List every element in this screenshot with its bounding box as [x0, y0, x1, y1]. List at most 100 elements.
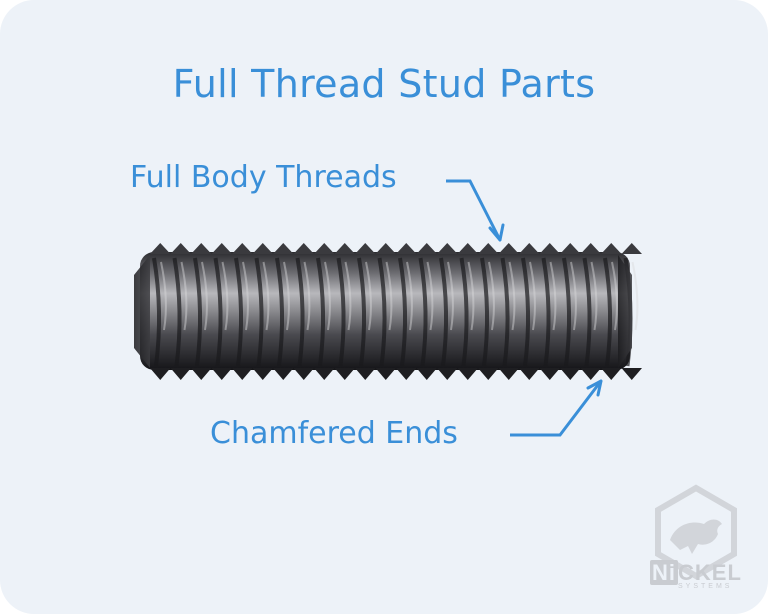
- thread-highlight: [303, 261, 311, 331]
- thread-highlight: [385, 261, 393, 331]
- thread-crest: [232, 243, 253, 254]
- thread-highlight: [201, 261, 208, 331]
- thread-crest: [314, 243, 335, 254]
- thread-groove: [295, 257, 305, 367]
- thread-crest: [416, 243, 437, 254]
- thread-crest: [232, 368, 253, 380]
- thread-highlight: [447, 261, 454, 331]
- logo-wordmark-rest: CKEL: [678, 560, 742, 585]
- thread-highlight: [180, 261, 188, 331]
- thread-crest: [437, 243, 458, 254]
- thread-groove: [152, 257, 162, 367]
- thread-crest: [539, 243, 560, 254]
- thread-crest: [150, 368, 171, 380]
- thread-crest: [355, 368, 376, 380]
- thread-crest: [355, 243, 376, 254]
- thread-groove: [193, 257, 203, 367]
- thread-crest: [375, 368, 396, 380]
- thread-crest: [580, 243, 601, 254]
- bull-icon: [670, 519, 722, 554]
- thread-crest: [539, 368, 560, 380]
- thread-groove: [234, 257, 244, 367]
- thread-crest: [170, 368, 191, 380]
- thread-crest: [334, 368, 355, 380]
- thread-groove: [439, 257, 449, 367]
- thread-crest: [580, 368, 601, 380]
- thread-crest: [273, 243, 294, 254]
- thread-groove: [418, 257, 428, 367]
- thread-crest: [211, 243, 232, 254]
- thread-groove: [521, 257, 531, 367]
- ends-callout-arrow: [510, 380, 603, 437]
- thread-crest: [416, 368, 437, 380]
- thread-crest: [252, 243, 273, 254]
- thread-groove: [480, 257, 490, 367]
- thread-groove: [582, 257, 592, 367]
- nickel-systems-logo-icon: [655, 484, 737, 580]
- thread-groove: [357, 257, 367, 367]
- thread-crest: [211, 368, 232, 380]
- thread-highlight: [467, 261, 475, 331]
- thread-crest: [314, 368, 335, 380]
- thread-crest: [396, 368, 417, 380]
- thread-groove: [541, 257, 551, 367]
- thread-groove: [275, 257, 285, 367]
- thread-highlight: [529, 261, 536, 331]
- thread-highlight: [365, 261, 372, 331]
- thread-groove: [213, 257, 223, 367]
- thread-highlight: [283, 261, 290, 331]
- thread-crest: [601, 243, 622, 254]
- thread-crest: [150, 243, 171, 254]
- thread-highlight: [549, 261, 557, 331]
- thread-crest: [621, 243, 642, 254]
- thread-highlight: [160, 261, 167, 331]
- thread-highlight: [221, 261, 229, 331]
- thread-highlight: [508, 261, 516, 331]
- thread-groove: [377, 257, 387, 367]
- thread-crest: [191, 243, 212, 254]
- thread-crest: [334, 243, 355, 254]
- thread-highlight: [570, 261, 577, 331]
- thread-crest: [601, 368, 622, 380]
- thread-highlight: [488, 261, 495, 331]
- thread-groove: [172, 257, 182, 367]
- diagram-title: Full Thread Stud Parts: [172, 62, 596, 106]
- thread-crest: [457, 368, 478, 380]
- chamfer-right: [618, 255, 632, 368]
- thread-groove: [316, 257, 326, 367]
- thread-crest: [478, 368, 499, 380]
- thread-groove: [398, 257, 408, 367]
- thread-highlight: [590, 261, 598, 331]
- thread-crest: [498, 243, 519, 254]
- thread-highlight: [426, 261, 434, 331]
- thread-crest: [519, 243, 540, 254]
- thread-crest: [478, 243, 499, 254]
- thread-crest: [293, 243, 314, 254]
- thread-crest: [293, 368, 314, 380]
- thread-groove: [500, 257, 510, 367]
- thread-crests-top: [150, 243, 642, 254]
- thread-groove: [562, 257, 572, 367]
- thread-crest: [519, 368, 540, 380]
- thread-crest: [560, 243, 581, 254]
- chamfered-ends-label: Chamfered Ends: [210, 416, 458, 451]
- thread-highlight: [262, 261, 270, 331]
- logo-wordmark: NiCKEL: [650, 560, 742, 586]
- ends-arrowhead: [586, 379, 603, 397]
- thread-grooves: [152, 257, 639, 367]
- logo-wordmark-prefix: Ni: [650, 560, 678, 585]
- stud-body: [134, 243, 642, 380]
- thread-crest: [170, 243, 191, 254]
- thread-crest: [560, 368, 581, 380]
- thread-groove: [459, 257, 469, 367]
- thread-crest: [375, 243, 396, 254]
- logo-subtitle: SYSTEMS: [678, 583, 733, 590]
- thread-highlight: [324, 261, 331, 331]
- thread-groove: [336, 257, 346, 367]
- thread-highlight: [611, 261, 618, 331]
- chamfer-left: [134, 255, 150, 368]
- thread-highlight: [406, 261, 413, 331]
- thread-crest: [498, 368, 519, 380]
